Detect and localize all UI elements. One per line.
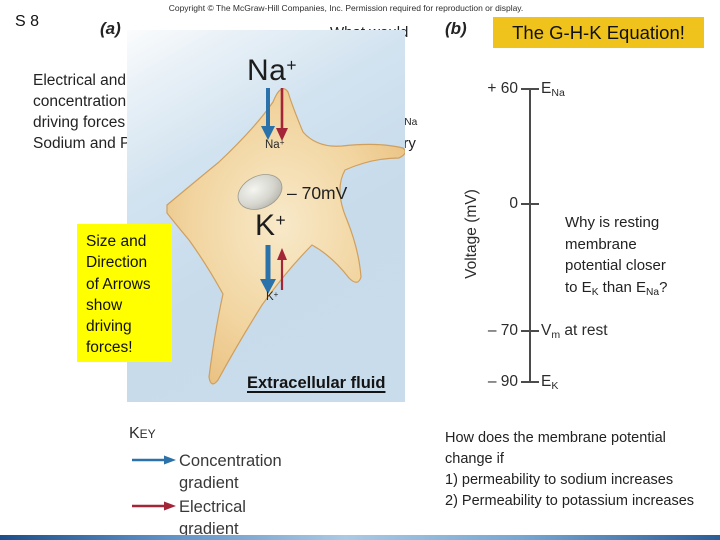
tick-value-zero: 0 bbox=[509, 195, 518, 212]
tick-value-minus90: – 90 bbox=[487, 373, 518, 390]
membrane-potential-label: – 70mV bbox=[287, 183, 348, 203]
question-ek-ena: Why is resting membrane potential closer… bbox=[565, 212, 710, 303]
panel-label-a: (a) bbox=[100, 19, 121, 38]
question-ek-inline: to EK than ENa? bbox=[565, 278, 668, 298]
cell-diagram-panel: Na+ Na+ – 70mV K+ K+ Extracellular fluid bbox=[127, 30, 405, 402]
k-label-small: K+ bbox=[266, 290, 279, 303]
ghk-equation-callout: The G-H-K Equation! bbox=[493, 17, 704, 48]
tick-zero bbox=[521, 203, 539, 205]
voltage-axis-title: Voltage (mV) bbox=[463, 189, 480, 279]
tick-value-plus60: + 60 bbox=[487, 80, 518, 97]
tick-minus90 bbox=[521, 381, 539, 383]
size-direction-callout: Size and Direction of Arrows show drivin… bbox=[77, 224, 172, 362]
neuron-cell-art bbox=[166, 88, 405, 385]
slide-number: S 8 bbox=[15, 13, 40, 30]
k-electrical-arrow bbox=[277, 248, 287, 290]
key-concentration-arrow bbox=[132, 455, 176, 465]
ena-label: ENa bbox=[541, 80, 565, 99]
slide-bottom-accent-bar bbox=[0, 535, 720, 540]
na-electrical-arrow bbox=[276, 88, 288, 141]
tick-plus60 bbox=[521, 88, 539, 90]
ghk-equation-text: The G-H-K Equation! bbox=[512, 21, 685, 43]
copyright-text: Copyright © The McGraw-Hill Companies, I… bbox=[168, 3, 524, 13]
question-ek-part1: Why is resting membrane potential closer bbox=[565, 214, 666, 274]
key-title: KEY bbox=[129, 425, 156, 442]
key-concentration-label: Concentration gradient bbox=[179, 452, 282, 492]
na-label-large: Na+ bbox=[247, 54, 298, 87]
k-concentration-arrow bbox=[260, 245, 276, 294]
question-permeability: How does the membrane potential change i… bbox=[445, 430, 695, 509]
na-concentration-arrow bbox=[261, 88, 275, 140]
nucleus bbox=[237, 174, 283, 210]
ek-label: EK bbox=[541, 373, 559, 392]
key-electrical-arrow bbox=[132, 501, 176, 511]
tick-minus70 bbox=[521, 330, 539, 332]
tick-value-minus70: – 70 bbox=[487, 322, 518, 339]
vm-at-rest-label: Vm at rest bbox=[541, 322, 608, 341]
k-label-large: K+ bbox=[255, 209, 287, 242]
voltage-axis-line bbox=[529, 88, 531, 383]
neuron-body bbox=[166, 88, 405, 385]
extracellular-fluid-label: Extracellular fluid bbox=[247, 374, 386, 392]
na-label-small: Na+ bbox=[265, 138, 285, 151]
panel-label-b: (b) bbox=[445, 19, 467, 38]
key-electrical-label: Electrical gradient bbox=[179, 498, 246, 538]
